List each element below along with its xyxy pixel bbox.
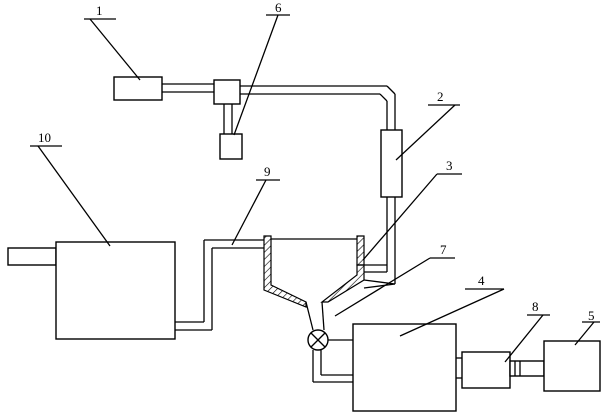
- valve: [307, 329, 353, 383]
- label-3: 3: [446, 158, 453, 173]
- label-7: 7: [440, 242, 447, 257]
- component-3-hopper: [263, 235, 396, 331]
- label-9: 9: [264, 164, 271, 179]
- component-6: [219, 104, 243, 160]
- label-10: 10: [38, 130, 51, 145]
- component-5: [543, 340, 601, 392]
- component-1: [113, 76, 163, 101]
- label-5: 5: [588, 308, 595, 323]
- pipe-9: [175, 239, 264, 331]
- label-6: 6: [275, 0, 282, 15]
- component-8: [456, 351, 545, 389]
- component-2: [380, 129, 403, 284]
- component-10: [7, 241, 176, 340]
- label-2: 2: [437, 89, 444, 104]
- component-4: [352, 323, 457, 412]
- label-1: 1: [96, 3, 103, 18]
- label-8: 8: [532, 299, 539, 314]
- top-pipe: [162, 79, 396, 130]
- label-4: 4: [478, 273, 485, 288]
- leader-lines: [30, 14, 600, 363]
